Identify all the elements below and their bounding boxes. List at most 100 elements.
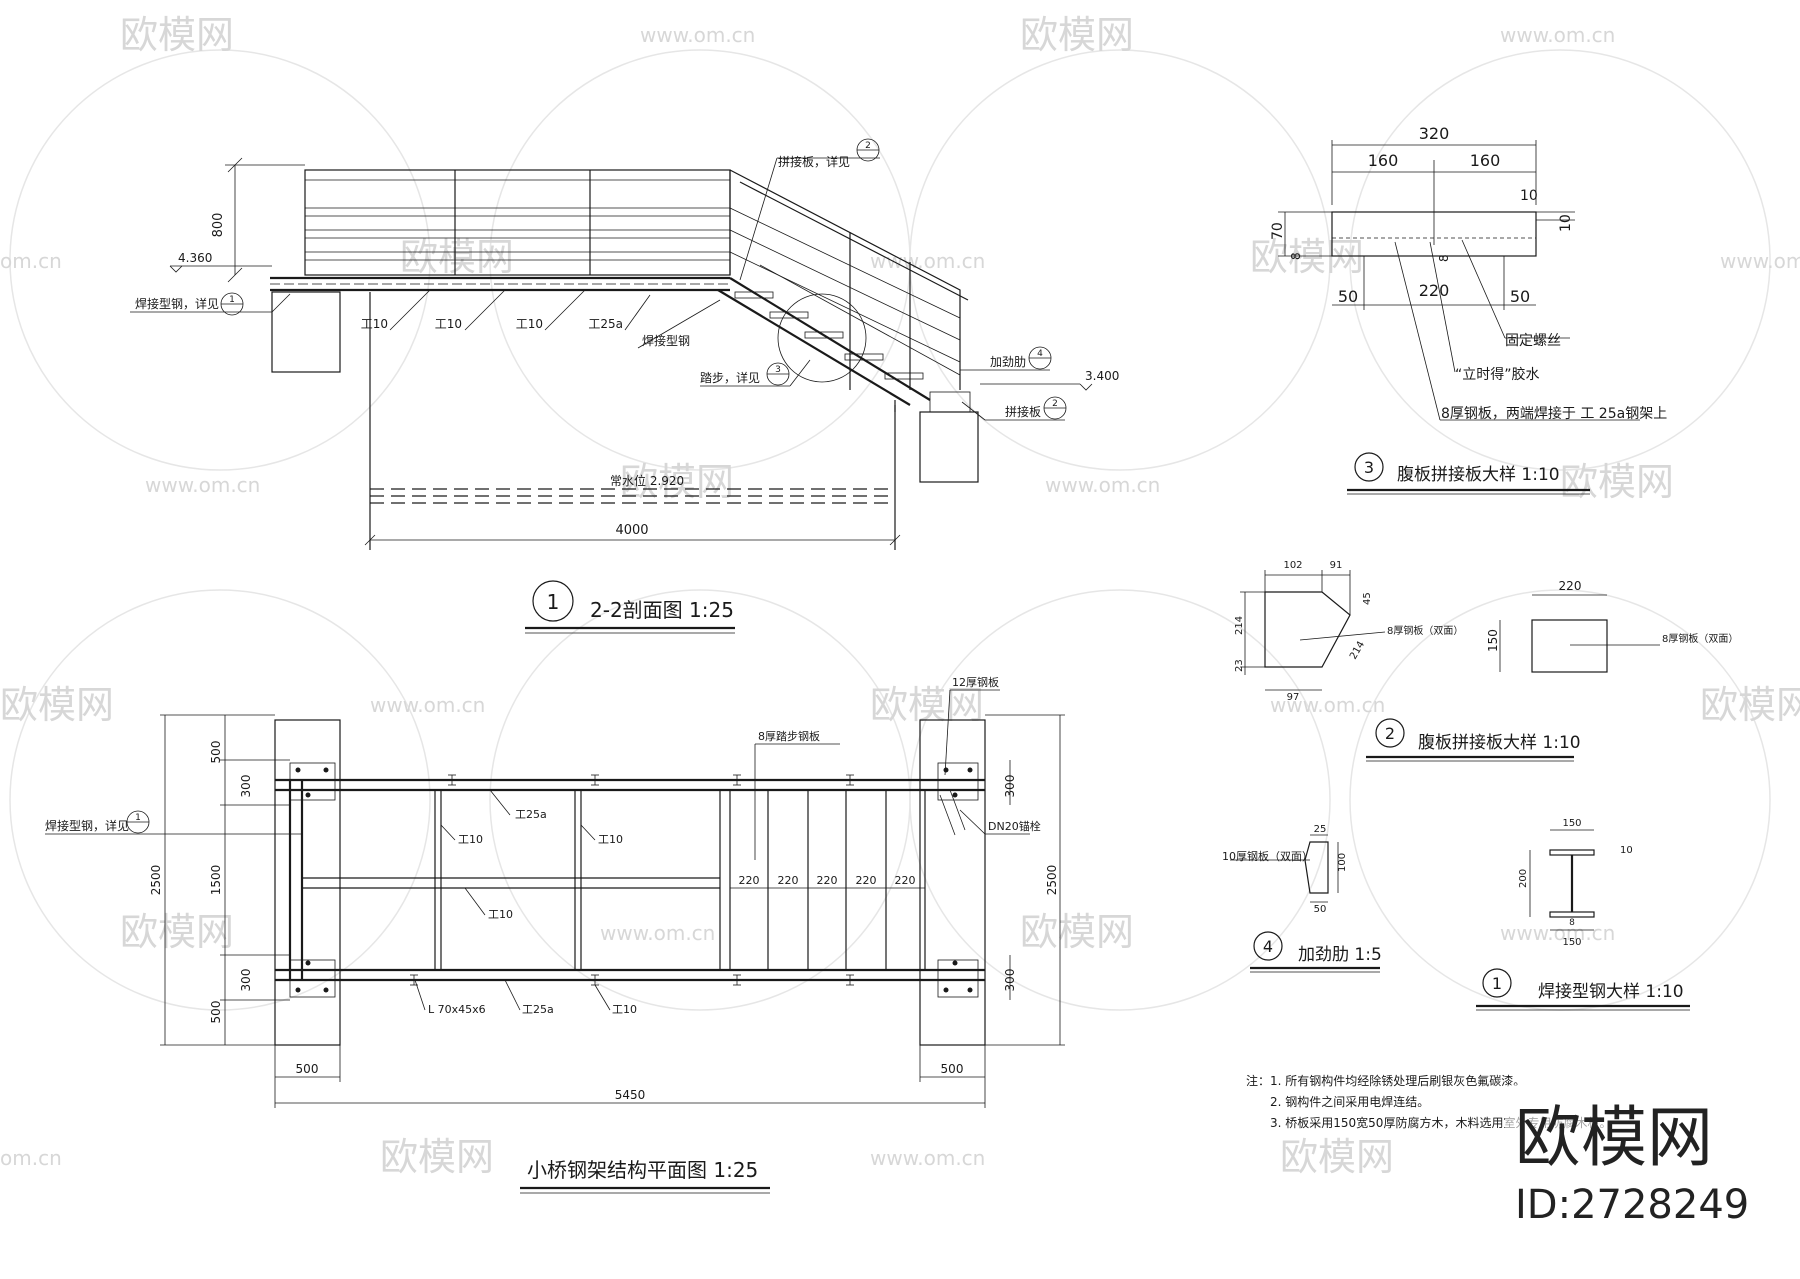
weld-steel-label: 焊接型钢，详见 bbox=[135, 296, 219, 311]
water-level-label: 常水位 2.920 bbox=[610, 473, 684, 488]
ref-num: 4 bbox=[1037, 349, 1043, 359]
bolt-note: 固定螺丝 bbox=[1505, 333, 1561, 349]
d2-dim: 23 bbox=[1234, 659, 1245, 672]
watermark-logo: 欧模网 bbox=[620, 460, 734, 504]
watermark-logo: 欧模网 bbox=[0, 683, 114, 727]
dim-left: 500 bbox=[209, 741, 223, 764]
plan-beam-label: 工10 bbox=[612, 1003, 637, 1016]
dim-right-total: 2500 bbox=[1045, 865, 1059, 896]
watermark-logo: 欧模网 bbox=[120, 910, 234, 954]
watermark-url: www.om.cn bbox=[870, 1146, 985, 1170]
watermark-logo: 欧模网 bbox=[1250, 235, 1364, 279]
plate12-label: 12厚钢板 bbox=[952, 675, 999, 689]
plan-beam-label: 工10 bbox=[598, 833, 623, 846]
d4-dim: 100 bbox=[1337, 853, 1348, 872]
dim-left: 1500 bbox=[209, 865, 223, 896]
brand-id: ID:2728249 bbox=[1515, 1182, 1749, 1228]
d1-dim: 150 bbox=[1562, 818, 1581, 829]
plan-weld-label: 焊接型钢，详见 bbox=[45, 818, 129, 833]
angle-label: L 70x45x6 bbox=[428, 1003, 486, 1016]
dim-right: 300 bbox=[1003, 969, 1017, 992]
brand-block: 欧模网 ID:2728249 bbox=[1505, 1085, 1795, 1275]
d2-dim: 91 bbox=[1330, 560, 1343, 571]
plan-title: 小桥钢架结构平面图 1:25 bbox=[527, 1158, 758, 1182]
watermark-logo: 欧模网 bbox=[380, 1135, 494, 1179]
watermark-url: www.om.cn bbox=[1500, 23, 1615, 47]
detail-2-drawing: 102 91 45 214 23 97 214 8厚钢板（双面） 220 150… bbox=[1234, 560, 1738, 762]
ref-num: 1 bbox=[229, 295, 235, 305]
glue-note: “立时得”胶水 bbox=[1455, 366, 1540, 383]
d4-dim: 25 bbox=[1314, 824, 1327, 835]
title-bubble bbox=[532, 580, 574, 622]
d3-70: 70 bbox=[1270, 222, 1286, 240]
beam-label: 工25a bbox=[588, 317, 623, 331]
dim-left: 500 bbox=[209, 1001, 223, 1024]
plan-drawing: 220 220 220 220 220 工25a 工10 工10 工10 工25… bbox=[45, 675, 1065, 1194]
plan-beam-label: 工25a bbox=[515, 808, 547, 821]
plan-beam-label: 工10 bbox=[488, 908, 513, 921]
d3-title: 腹板拼接板大样 1:10 bbox=[1397, 465, 1560, 485]
step-width: 220 bbox=[856, 874, 877, 887]
ref-num: 1 bbox=[135, 813, 141, 823]
brand-name: 欧模网 bbox=[1515, 1099, 1713, 1176]
watermark-url: www.om.cn bbox=[145, 473, 260, 497]
d2-dim: 214 bbox=[1348, 639, 1367, 661]
d3-half: 160 bbox=[1470, 151, 1501, 170]
d3-220: 220 bbox=[1419, 281, 1450, 300]
watermark-url: om.cn bbox=[0, 249, 62, 273]
step-plate-label: 8厚踏步钢板 bbox=[758, 729, 820, 743]
d3-10: 10 bbox=[1520, 188, 1538, 204]
dim-bottom-left: 500 bbox=[296, 1062, 319, 1076]
beam-label: 工10 bbox=[435, 317, 462, 331]
step-width: 220 bbox=[817, 874, 838, 887]
plan-beam-label: 工10 bbox=[458, 833, 483, 846]
railing-frame bbox=[304, 169, 731, 276]
d1-title: 焊接型钢大样 1:10 bbox=[1538, 982, 1684, 1002]
d3-50: 50 bbox=[1510, 287, 1530, 306]
watermark-url: www.om.cn bbox=[600, 921, 715, 945]
detail-3-drawing: 320 160 160 10 10 70 8 8 50 220 50 固定螺丝 … bbox=[1270, 124, 1667, 495]
d1-dim: 8 bbox=[1569, 918, 1575, 928]
d2-label: 8厚钢板（双面） bbox=[1662, 632, 1738, 645]
plate-note: 8厚钢板，两端焊接于 工 25a钢架上 bbox=[1441, 405, 1667, 422]
watermark-logo: 欧模网 bbox=[1700, 683, 1800, 727]
watermark-logo: 欧模网 bbox=[1020, 13, 1134, 57]
d2-dim: 45 bbox=[1362, 592, 1373, 605]
d3-8: 8 bbox=[1437, 254, 1451, 262]
abutment-right bbox=[919, 719, 986, 1046]
splice-plate-label: 拼接板，详见 bbox=[778, 154, 850, 169]
splice-label: 拼接板 bbox=[1005, 404, 1041, 419]
section-2-2-drawing: 800 4000 4.360 3.400 常水位 2.920 工10 工10 工… bbox=[130, 138, 1119, 634]
d2-label: 8厚钢板（双面） bbox=[1387, 624, 1463, 637]
step-width: 220 bbox=[739, 874, 760, 887]
d2-dim: 97 bbox=[1287, 692, 1300, 703]
dim-total: 5450 bbox=[615, 1088, 646, 1102]
d4-label: 10厚钢板（双面） bbox=[1222, 849, 1313, 863]
d2-title: 腹板拼接板大样 1:10 bbox=[1418, 733, 1581, 753]
dim-bottom-right: 500 bbox=[941, 1062, 964, 1076]
elevation-left: 4.360 bbox=[178, 251, 212, 265]
step-width: 220 bbox=[778, 874, 799, 887]
dim-left-total: 2500 bbox=[149, 865, 163, 896]
d3-total: 320 bbox=[1419, 124, 1450, 143]
abutment-left bbox=[274, 719, 341, 1046]
d3-50: 50 bbox=[1338, 287, 1358, 306]
weld-steel-label-2: 焊接型钢 bbox=[642, 333, 690, 348]
d3-num: 3 bbox=[1364, 458, 1374, 477]
watermark-logo: 欧模网 bbox=[1280, 1135, 1394, 1179]
d1-dim: 10 bbox=[1620, 845, 1633, 856]
watermark-url: www.om.cn bbox=[1500, 921, 1615, 945]
anchor-label: DN20锚栓 bbox=[988, 819, 1041, 833]
d4-num: 4 bbox=[1263, 937, 1273, 956]
dim-right: 300 bbox=[1003, 775, 1017, 798]
d2-dim: 102 bbox=[1283, 560, 1302, 571]
d2-num: 2 bbox=[1385, 724, 1395, 743]
d3-10: 10 bbox=[1558, 214, 1574, 232]
detail-1-drawing: 150 200 150 10 8 1 焊接型钢大样 1:10 bbox=[1476, 818, 1690, 1011]
dim-left: 300 bbox=[239, 775, 253, 798]
detail-4-drawing: 25 100 50 10厚钢板（双面） 4 加劲肋 1:5 bbox=[1222, 824, 1382, 973]
notes-head: 注： bbox=[1246, 1073, 1270, 1088]
d4-title: 加劲肋 1:5 bbox=[1298, 945, 1382, 965]
d3-half: 160 bbox=[1368, 151, 1399, 170]
